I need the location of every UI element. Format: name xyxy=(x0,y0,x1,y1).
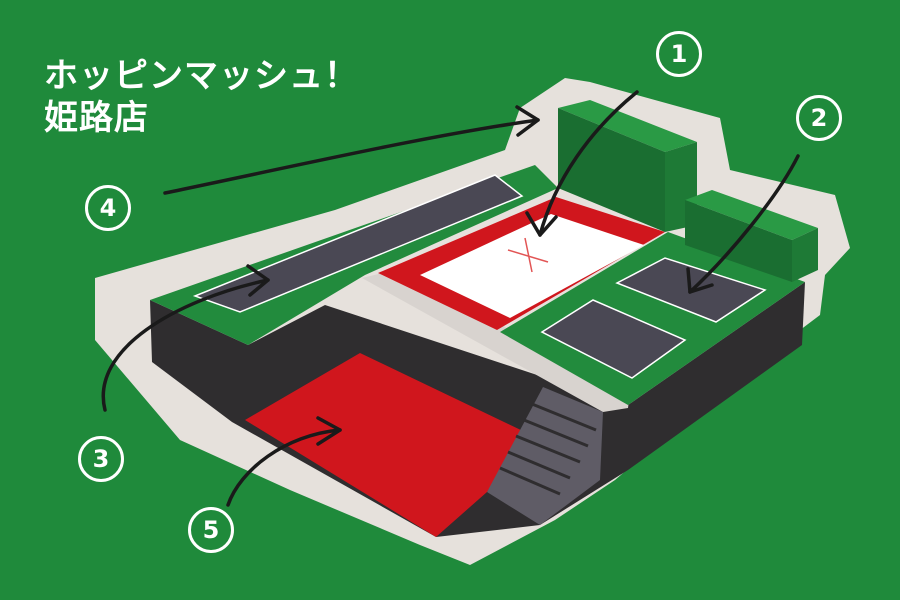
block-tall-front xyxy=(558,108,665,232)
pad-lower xyxy=(540,299,687,379)
store-name: ホッピンマッシュ！ xyxy=(44,56,359,96)
block-small-side xyxy=(792,228,818,282)
arrow-icon xyxy=(538,90,639,237)
marker-2: 2 xyxy=(796,95,842,141)
block-small-top xyxy=(685,190,818,240)
block-tall-top xyxy=(558,100,697,152)
marker-5: 5 xyxy=(188,507,234,553)
staircase-icon xyxy=(487,387,603,525)
arrow-icon xyxy=(226,428,342,507)
marker-1: 1 xyxy=(656,31,702,77)
arrow-icon xyxy=(688,154,800,294)
white-mat xyxy=(420,214,644,318)
marker-3: 3 xyxy=(78,436,124,482)
turf-right xyxy=(500,232,805,405)
walkway xyxy=(362,270,630,412)
arrow-icon xyxy=(163,118,540,195)
arrow-icon xyxy=(316,416,342,446)
arrow-icon xyxy=(515,105,540,137)
arrow-icon xyxy=(101,278,270,412)
red-floor xyxy=(245,353,525,537)
marker-4: 4 xyxy=(85,185,131,231)
base-wall-right xyxy=(628,282,805,470)
arrow-icon xyxy=(686,267,714,294)
arrow-icon xyxy=(246,264,270,297)
crosshair-icon xyxy=(507,237,549,273)
arrow-icon xyxy=(525,211,558,237)
store-branch: 姫路店 xyxy=(44,98,149,138)
trampoline-lane xyxy=(192,174,524,313)
